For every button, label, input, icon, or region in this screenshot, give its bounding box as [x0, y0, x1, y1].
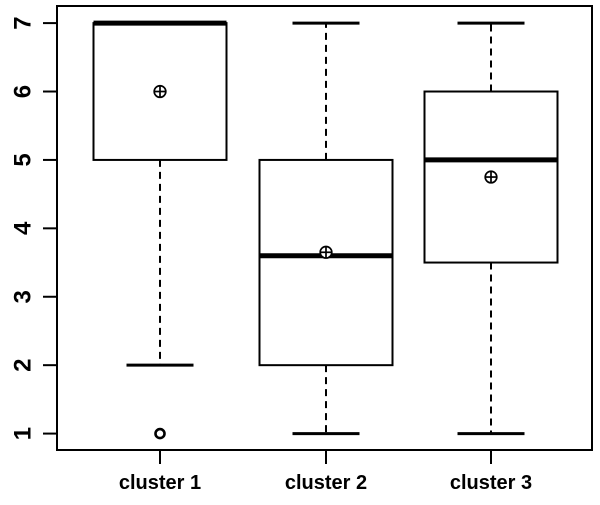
x-axis-category-label: cluster 3 — [450, 472, 532, 494]
iqr-box — [258, 158, 394, 367]
y-axis-tick-label: 2 — [9, 358, 36, 371]
y-axis-tick-label: 3 — [9, 290, 36, 303]
x-axis-category-label: cluster 2 — [285, 472, 367, 494]
y-axis-tick-label: 6 — [9, 85, 36, 98]
x-axis-category-label: cluster 1 — [119, 472, 201, 494]
y-axis-tick-label: 7 — [9, 16, 36, 29]
outlier-point — [154, 427, 166, 440]
y-axis-tick-label: 5 — [9, 153, 36, 166]
y-axis-tick-label: 4 — [9, 221, 36, 235]
y-axis-tick-label: 1 — [9, 427, 36, 440]
